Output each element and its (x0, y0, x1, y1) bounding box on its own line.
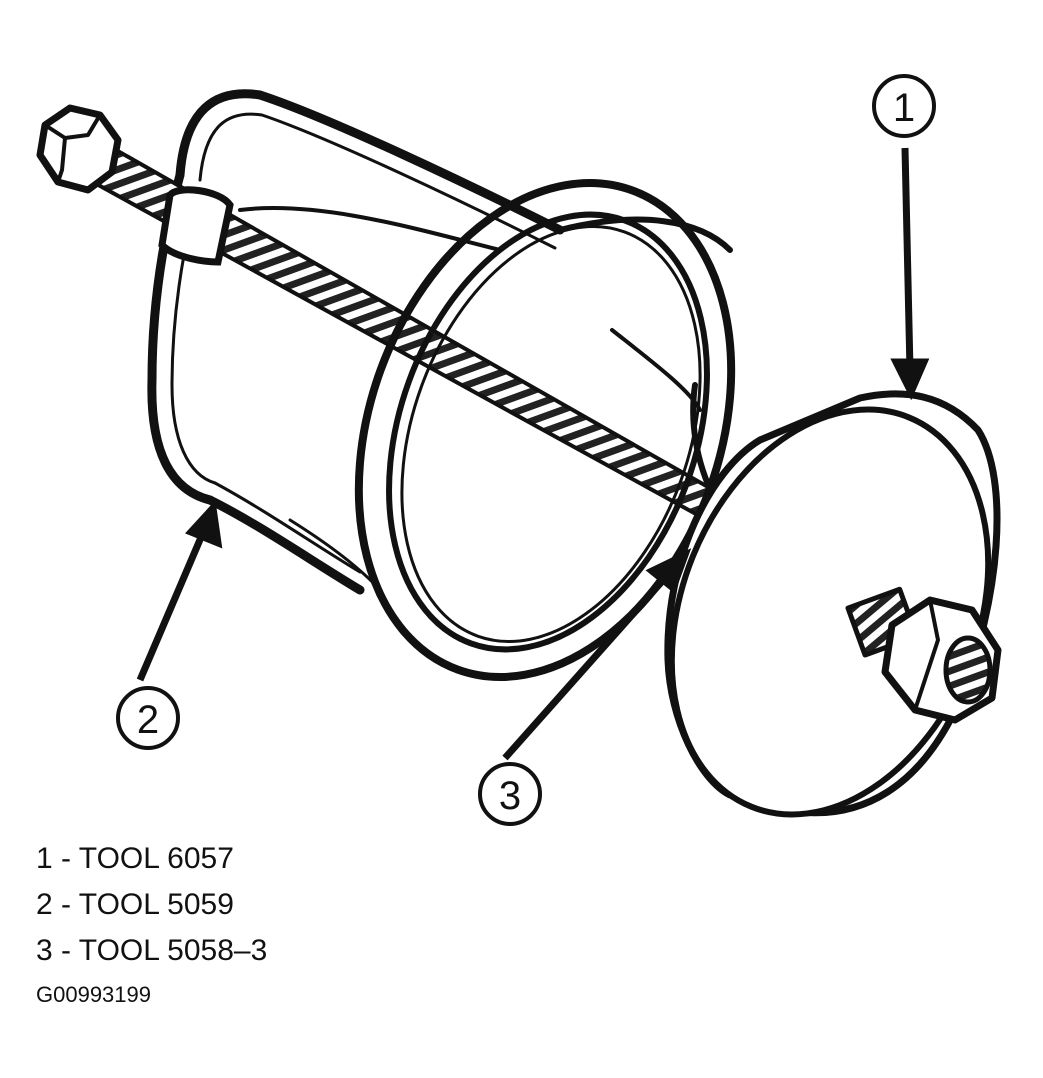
legend-item-3: 3 - TOOL 5058–3 (36, 934, 268, 967)
callout-2: 2 (116, 686, 180, 750)
hex-nut-right (845, 586, 1002, 724)
legend-item-1: 1 - TOOL 6057 (36, 842, 234, 875)
svg-text:1: 1 (893, 86, 915, 130)
leader-arrows (136, 147, 930, 761)
figure-id: G00993199 (36, 982, 151, 1007)
svg-text:2: 2 (137, 698, 159, 742)
hex-nut-left (36, 104, 122, 194)
callout-1: 1 (872, 74, 936, 138)
legend-item-2: 2 - TOOL 5059 (36, 888, 234, 921)
rod-collar (158, 186, 234, 266)
svg-text:3: 3 (499, 774, 521, 818)
legend: 1 - TOOL 6057 2 - TOOL 5059 3 - TOOL 505… (36, 836, 267, 974)
callout-3: 3 (478, 762, 542, 826)
tool-6057-disc (664, 390, 1001, 818)
